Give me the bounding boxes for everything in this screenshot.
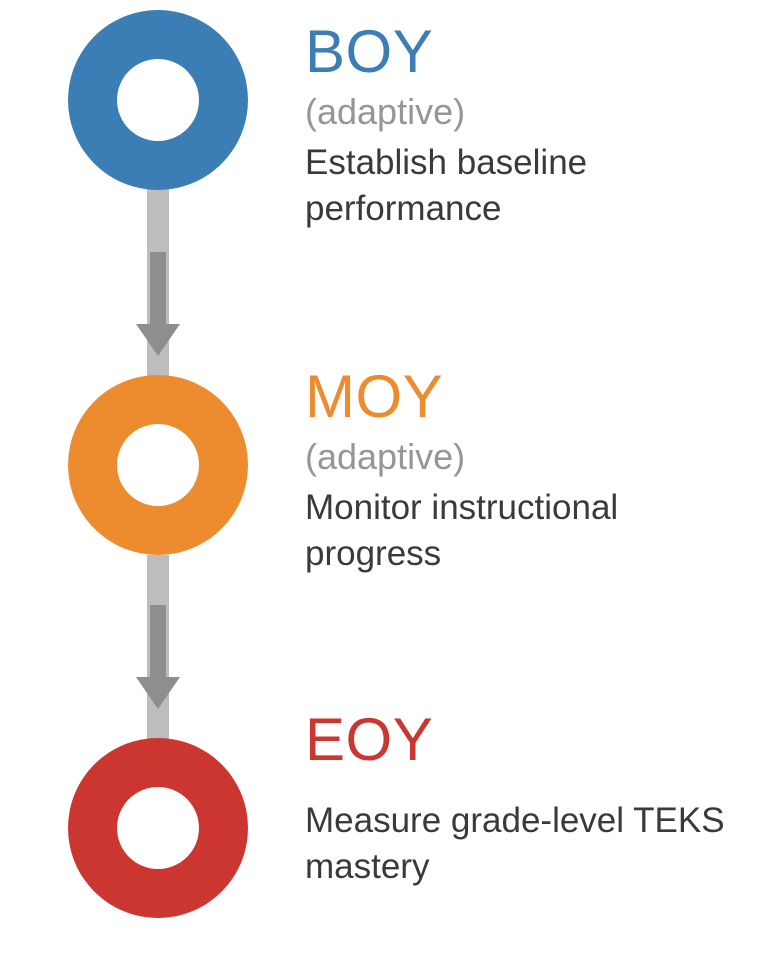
milestone-title-eoy: EOY xyxy=(305,706,434,773)
donut-marker-eoy xyxy=(68,738,248,918)
down-arrow-icon-moy-to-eoy xyxy=(136,605,180,709)
donut-marker-moy xyxy=(68,375,248,555)
down-arrow-icon-boy-to-moy xyxy=(136,252,180,356)
milestone-description-moy: Monitor instructional progress xyxy=(305,488,619,573)
milestone-description-boy: Establish baseline performance xyxy=(305,143,588,228)
milestone-title-boy: BOY xyxy=(305,18,434,85)
milestone-text-moy: MOY (adaptive) Monitor instructional pro… xyxy=(305,365,755,577)
milestone-title-moy: MOY xyxy=(305,363,444,430)
milestone-text-eoy: EOY Measure grade-level TEKS mastery xyxy=(305,708,755,890)
milestone-description-eoy: Measure grade-level TEKS mastery xyxy=(305,801,725,886)
milestone-adaptive-label-boy: (adaptive) xyxy=(305,91,466,132)
milestone-adaptive-label-moy: (adaptive) xyxy=(305,436,466,477)
donut-marker-boy xyxy=(68,10,248,190)
milestone-text-boy: BOY (adaptive) Establish baseline perfor… xyxy=(305,20,755,232)
